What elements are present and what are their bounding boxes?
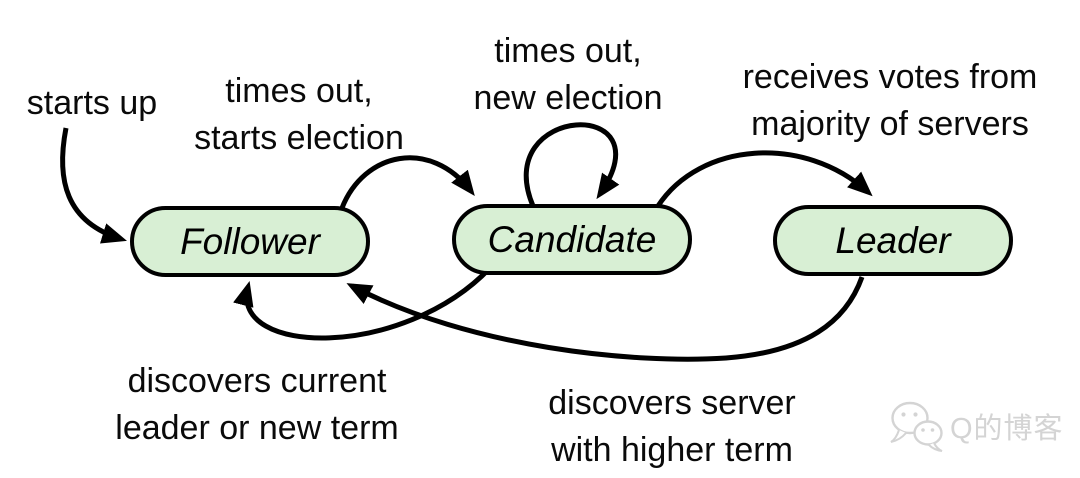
arrow-candidate-to-follower <box>233 266 492 341</box>
state-leader: Leader <box>773 205 1013 276</box>
transition-label-times-out-starts-election: times out, starts election <box>194 72 404 157</box>
transition-label-starts-up: starts up <box>26 84 158 122</box>
watermark-text: Q的博客 <box>950 413 1064 445</box>
transition-label-times-out-new-election: times out, new election <box>473 32 663 117</box>
state-leader-label: Leader <box>835 219 951 261</box>
transition-label-receives-votes: receives votes from majority of servers <box>742 58 1038 143</box>
state-candidate: Candidate <box>452 204 692 275</box>
arrow-leader-to-follower <box>346 276 865 362</box>
state-follower: Follower <box>130 206 370 277</box>
arrow-candidate-self-loop <box>523 122 620 207</box>
state-follower-label: Follower <box>180 220 320 262</box>
arrow-start-to-follower <box>60 127 127 244</box>
wechat-icon <box>890 401 943 452</box>
arrow-candidate-to-leader <box>655 150 873 208</box>
transition-label-discovers-current-leader: discovers current leader or new term <box>115 362 399 447</box>
arrow-follower-to-candidate <box>339 155 475 209</box>
watermark: Q的博客 <box>886 398 1064 454</box>
transition-label-discovers-higher-term: discovers server with higher term <box>548 384 796 469</box>
state-candidate-label: Candidate <box>487 218 657 260</box>
